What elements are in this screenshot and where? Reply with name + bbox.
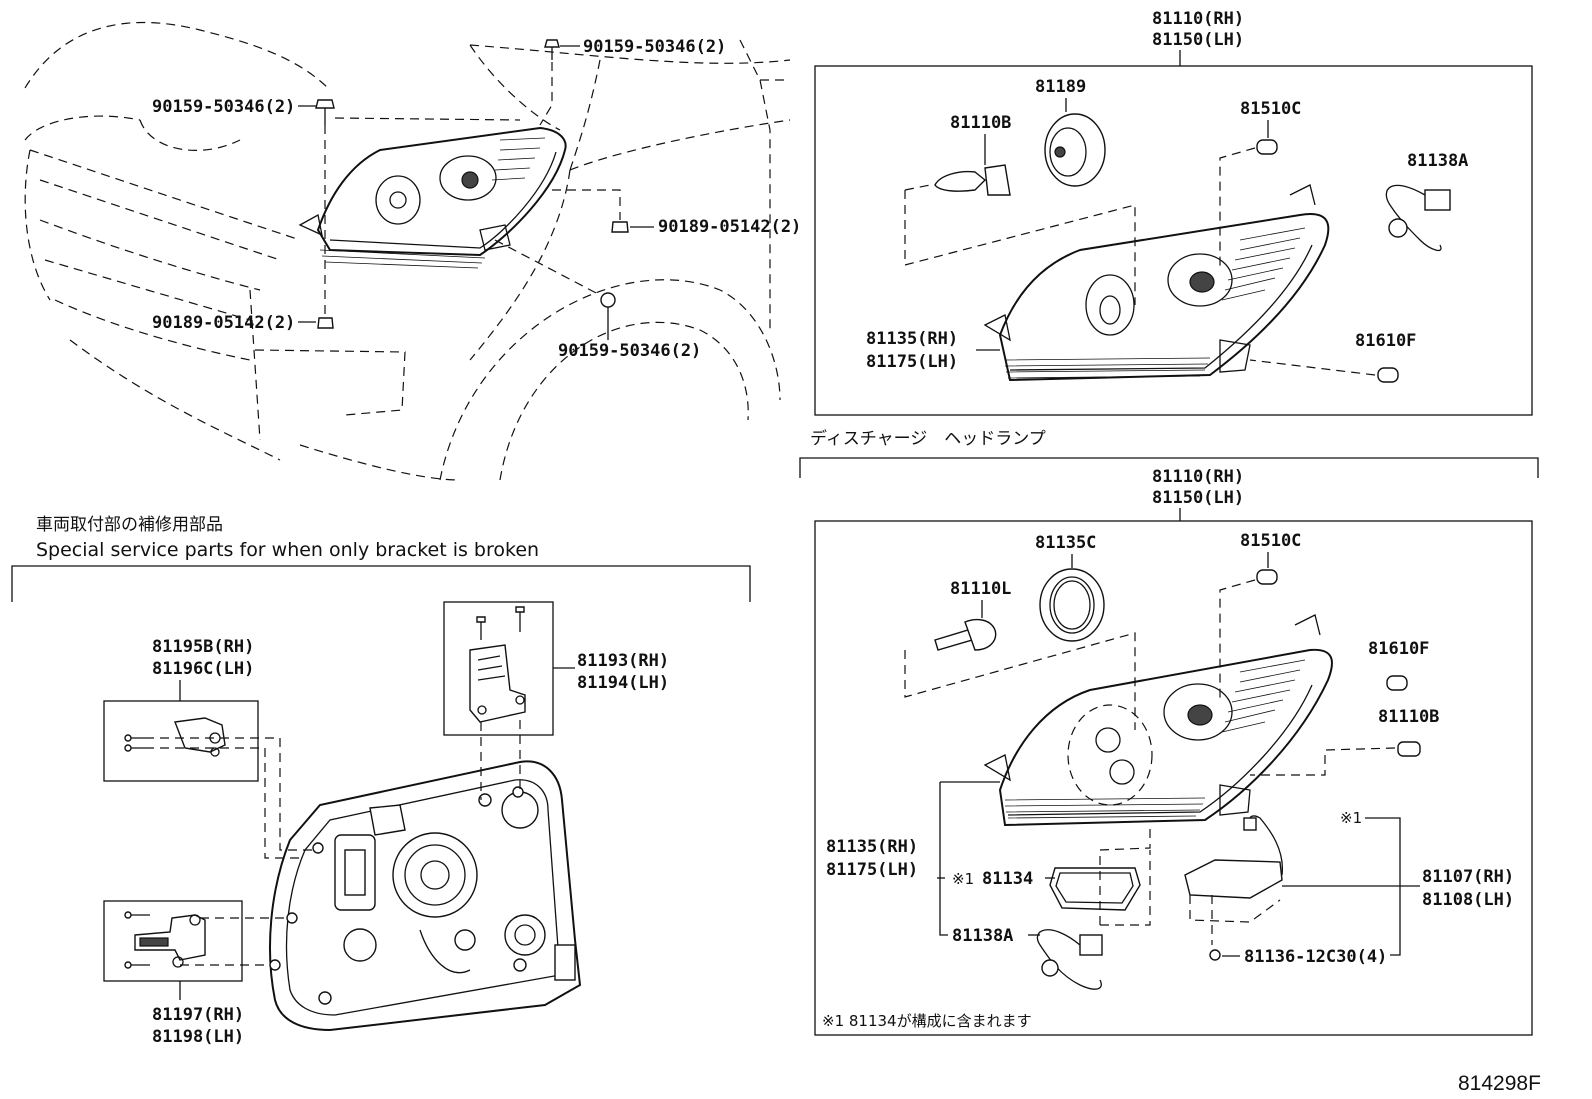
headlamp-back-view [269, 760, 582, 1032]
label-bracket-upper-left-rh: 81195B(RH) [152, 637, 254, 657]
fastener-clip-left [317, 317, 334, 329]
vehicle-front-view [24, 21, 791, 481]
upper-header-rh: 81110(RH) [1152, 9, 1244, 29]
label-bracket-lower-lh: 81198(LH) [152, 1027, 244, 1047]
lower-ballast [1099, 815, 1284, 961]
label-upper-bulb: 81110B [950, 113, 1011, 133]
label-lower-housing-lh: 81175(LH) [826, 860, 918, 880]
label-bracket-top-lh: 81194(LH) [577, 673, 669, 693]
lower-bulb-b [1250, 741, 1421, 776]
fastener-bolt-lower [494, 239, 616, 330]
label-lower-screw: 81136-12C30(4) [1244, 947, 1387, 967]
label-lower-cap: 81135C [1035, 533, 1096, 553]
label-clip-right: 90189-05142(2) [658, 217, 801, 237]
lower-small-bulb [1386, 675, 1408, 691]
lower-assembly: ディスチャージ ヘッドランプ 81110(RH) 81150(LH) [799, 428, 1539, 1036]
bracket-title-jp: 車両取付部の補修用部品 [36, 515, 223, 535]
label-lower-ballast-lh: 81108(LH) [1422, 890, 1514, 910]
label-upper-housing-rh: 81135(RH) [866, 329, 958, 349]
bracket-upper-left [103, 700, 318, 859]
upper-assembly: 81110(RH) 81150(LH) [814, 9, 1533, 416]
lower-hid-bulb [904, 618, 1136, 730]
lower-socket [1036, 929, 1103, 990]
label-bracket-top-rh: 81193(RH) [577, 651, 669, 671]
label-upper-wedge-bulb: 81510C [1240, 99, 1301, 119]
label-upper-socket: 81138A [1407, 151, 1468, 171]
label-bracket-upper-left-lh: 81196C(LH) [152, 659, 254, 679]
lower-cap [1039, 568, 1105, 642]
upper-wedge-bulb [1219, 139, 1278, 270]
label-upper-cap: 81189 [1035, 77, 1086, 97]
label-upper-small-bulb: 81610F [1355, 331, 1416, 351]
upper-small-bulb [1249, 359, 1399, 383]
label-lower-socket: 81138A [952, 926, 1013, 946]
label-lower-wedge-bulb: 81510C [1240, 531, 1301, 551]
label-lower-ballast-mark: ※1 [1340, 809, 1362, 827]
fastener-clip-right [552, 189, 629, 233]
lower-wedge-bulb [1219, 569, 1278, 700]
upper-bulb [904, 164, 1136, 305]
bracket-title-en: Special service parts for when only brac… [36, 539, 539, 561]
label-lower-bulb-b: 81110B [1378, 707, 1439, 727]
label-lower-gasket-mark: ※1 [952, 870, 974, 888]
discharge-headlamp-title: ディスチャージ ヘッドランプ [810, 428, 1046, 449]
label-lower-housing-rh: 81135(RH) [826, 837, 918, 857]
label-lower-small-bulb: 81610F [1368, 639, 1429, 659]
lower-gasket [1049, 867, 1141, 911]
vehicle-labels: 90159-50346(2) 90159-50346(2) 90189-0514… [152, 37, 801, 361]
lower-headlamp-body [983, 614, 1333, 827]
label-upper-housing-lh: 81175(LH) [866, 352, 958, 372]
label-lower-ballast-rh: 81107(RH) [1422, 867, 1514, 887]
lower-header-lh: 81150(LH) [1152, 488, 1244, 508]
upper-header-lh: 81150(LH) [1152, 30, 1244, 50]
upper-assembly-frame [814, 65, 1533, 416]
bracket-lower [103, 900, 290, 982]
upper-headlamp-body [983, 184, 1330, 382]
fastener-bolt-top [539, 39, 560, 126]
mounted-headlamp [298, 126, 567, 269]
footnote: ※1 81134が構成に含まれます [822, 1012, 1032, 1030]
bracket-section: 車両取付部の補修用部品 Special service parts for wh… [11, 515, 751, 1047]
lower-assembly-frame [814, 520, 1533, 1036]
upper-socket [1385, 184, 1451, 252]
label-bolt-left: 90159-50346(2) [152, 97, 295, 117]
bracket-top [443, 601, 554, 800]
label-clip-left: 90189-05142(2) [152, 313, 295, 333]
label-lower-gasket: 81134 [982, 869, 1033, 889]
diagram-code: 814298F [1458, 1072, 1541, 1095]
lower-header-rh: 81110(RH) [1152, 467, 1244, 487]
label-bracket-lower-rh: 81197(RH) [152, 1005, 244, 1025]
fastener-bolt-left [315, 99, 521, 315]
upper-cap [1044, 113, 1106, 187]
label-bolt-lower: 90159-50346(2) [558, 341, 701, 361]
label-bolt-top: 90159-50346(2) [583, 37, 726, 57]
label-lower-hid-bulb: 81110L [950, 579, 1011, 599]
